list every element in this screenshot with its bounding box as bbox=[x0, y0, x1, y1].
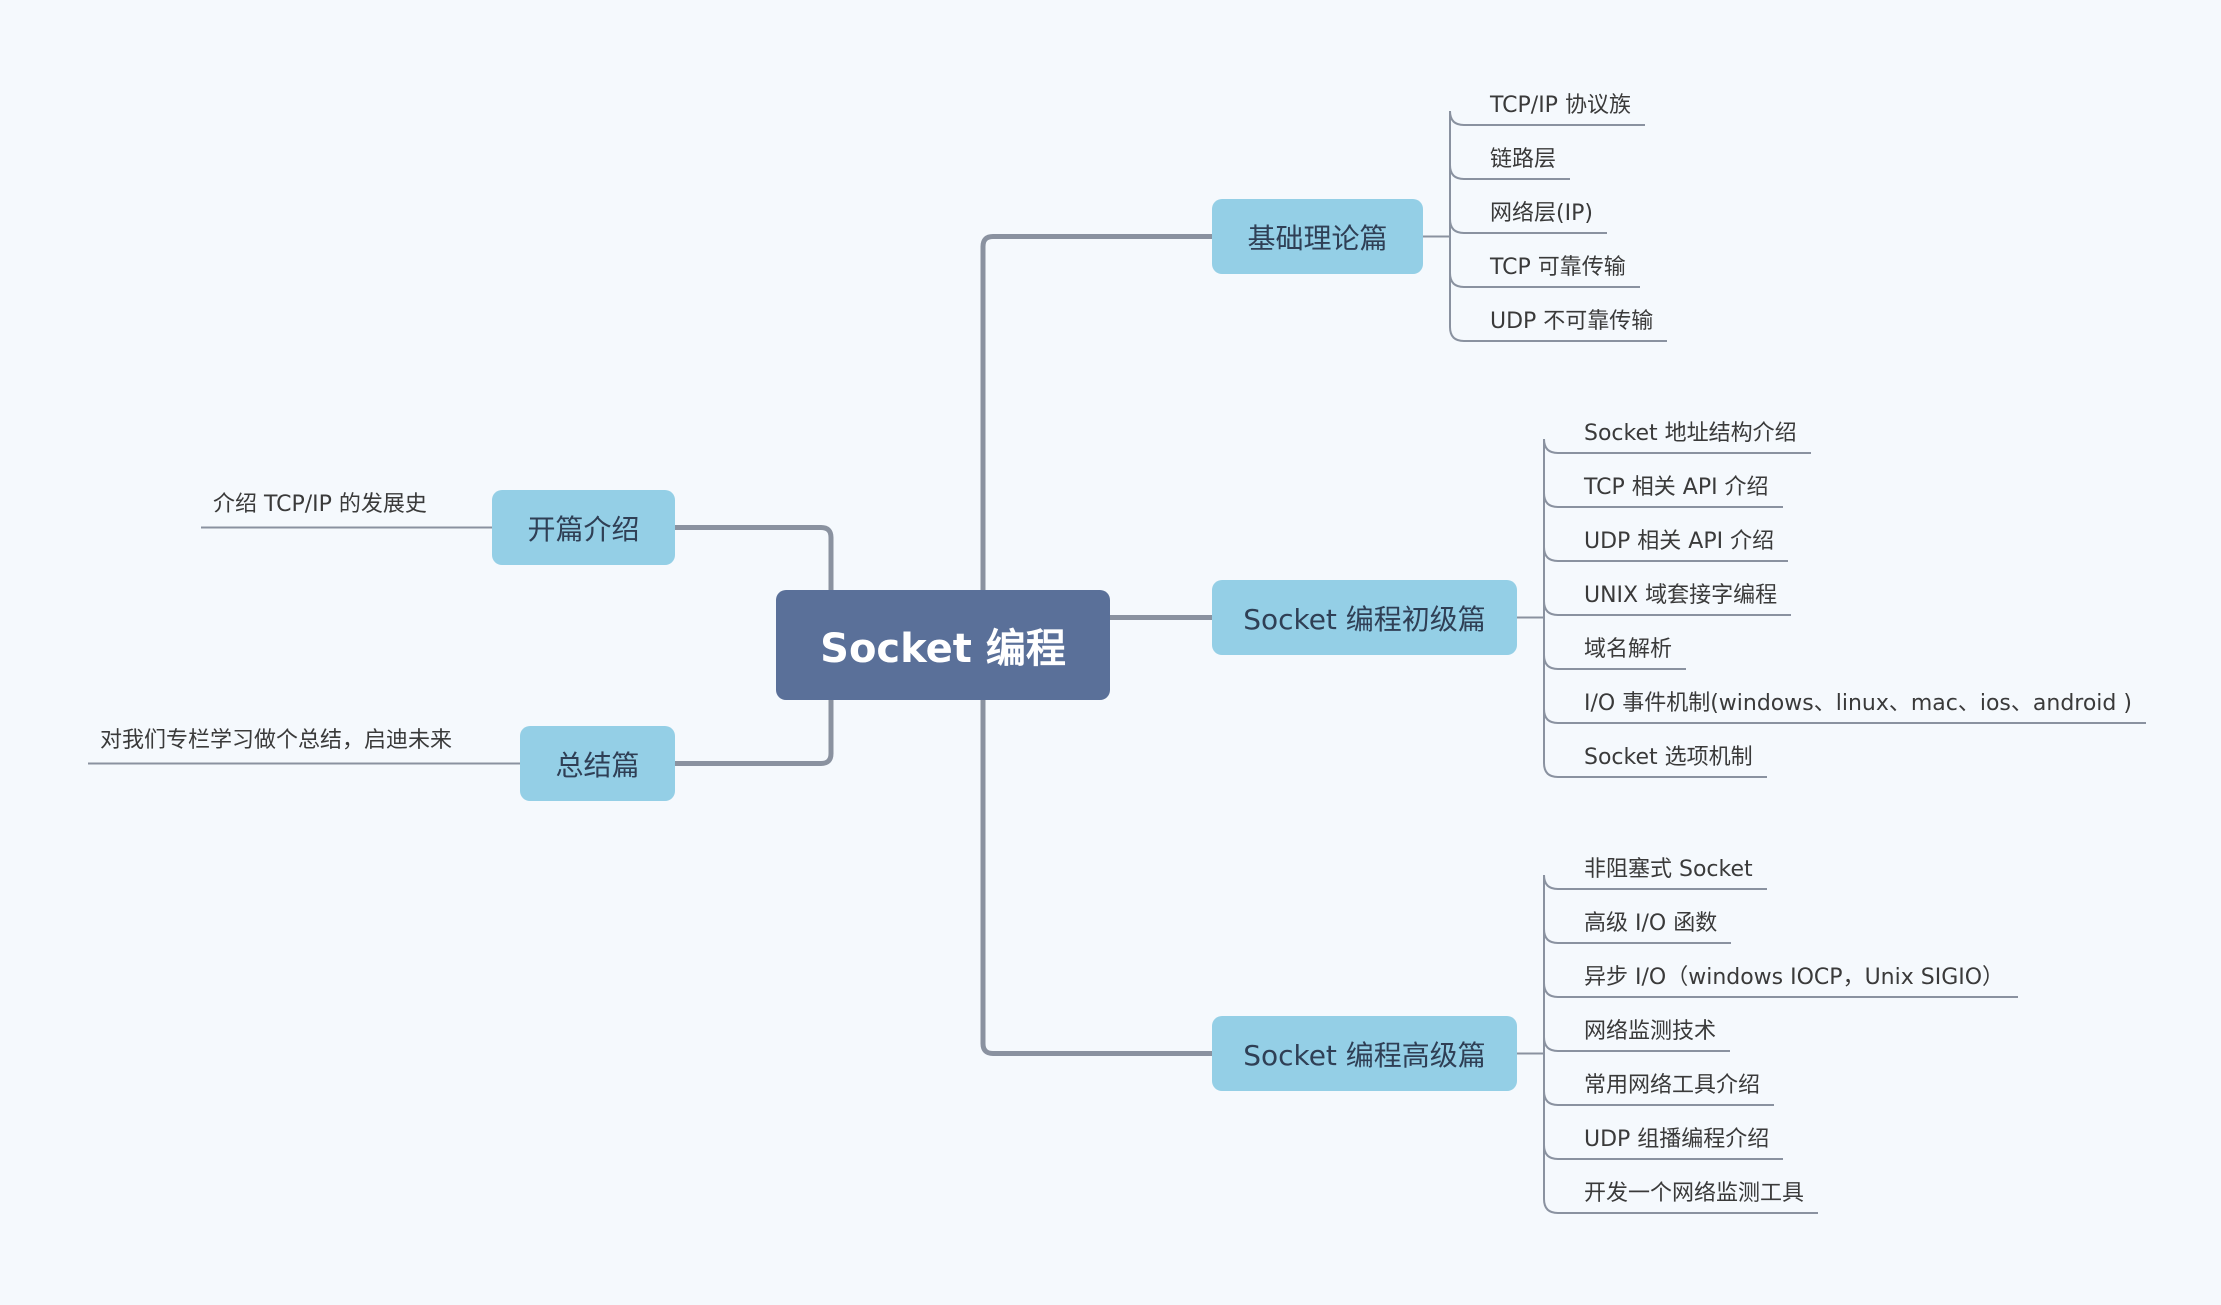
root-topic[interactable]: Socket 编程 bbox=[776, 590, 1110, 700]
subtopic-udp-unreliable[interactable]: UDP 不可靠传输 bbox=[1490, 309, 1654, 334]
subtopic-monitoring-tech[interactable]: 网络监测技术 bbox=[1584, 1019, 1717, 1044]
basics-underline-4 bbox=[1449, 326, 1667, 342]
subtopic-build-monitor[interactable]: 开发一个网络监测工具 bbox=[1584, 1181, 1805, 1206]
subtopic-socket-address[interactable]: Socket 地址结构介绍 bbox=[1584, 421, 1797, 446]
connector-intro bbox=[672, 525, 834, 593]
subtopic-unix-domain[interactable]: UNIX 域套接字编程 bbox=[1584, 583, 1778, 608]
topic-advanced[interactable]: Socket 编程高级篇 bbox=[1212, 1016, 1517, 1091]
subtopic-nonblocking[interactable]: 非阻塞式 Socket bbox=[1584, 857, 1753, 882]
subtopic-io-events[interactable]: I/O 事件机制(windows、linux、mac、ios、android ) bbox=[1584, 691, 2132, 716]
subtopic-udp-api[interactable]: UDP 相关 API 介绍 bbox=[1584, 529, 1775, 554]
subtopic-column-summary[interactable]: 对我们专栏学习做个总结，启迪未来 bbox=[100, 728, 453, 753]
subtopic-link-layer[interactable]: 链路层 bbox=[1490, 147, 1557, 172]
subtopic-tcpip-family[interactable]: TCP/IP 协议族 bbox=[1490, 93, 1631, 118]
subtopic-tcp-reliable[interactable]: TCP 可靠传输 bbox=[1490, 255, 1626, 280]
connector-basics bbox=[980, 234, 1215, 593]
connector-advanced bbox=[980, 697, 1215, 1056]
topic-beginner[interactable]: Socket 编程初级篇 bbox=[1212, 580, 1517, 655]
subtopic-socket-options[interactable]: Socket 选项机制 bbox=[1584, 745, 1753, 770]
beginner-underline-6 bbox=[1543, 762, 1767, 778]
topic-summary[interactable]: 总结篇 bbox=[520, 726, 675, 801]
subtopic-udp-multicast[interactable]: UDP 组播编程介绍 bbox=[1584, 1127, 1770, 1152]
topic-basics[interactable]: 基础理论篇 bbox=[1212, 199, 1423, 274]
connector-summary bbox=[672, 697, 834, 766]
subtopic-tcp-api[interactable]: TCP 相关 API 介绍 bbox=[1584, 475, 1769, 500]
topic-intro[interactable]: 开篇介绍 bbox=[492, 490, 675, 565]
subtopic-network-layer[interactable]: 网络层(IP) bbox=[1490, 201, 1593, 226]
subtopic-advanced-io[interactable]: 高级 I/O 函数 bbox=[1584, 911, 1718, 936]
subtopic-dns[interactable]: 域名解析 bbox=[1584, 637, 1673, 662]
advanced-underline-6 bbox=[1543, 1198, 1818, 1214]
subtopic-tcpip-history[interactable]: 介绍 TCP/IP 的发展史 bbox=[213, 492, 427, 517]
subtopic-async-io[interactable]: 异步 I/O（windows IOCP，Unix SIGIO） bbox=[1584, 965, 2005, 990]
subtopic-network-tools[interactable]: 常用网络工具介绍 bbox=[1584, 1073, 1761, 1098]
